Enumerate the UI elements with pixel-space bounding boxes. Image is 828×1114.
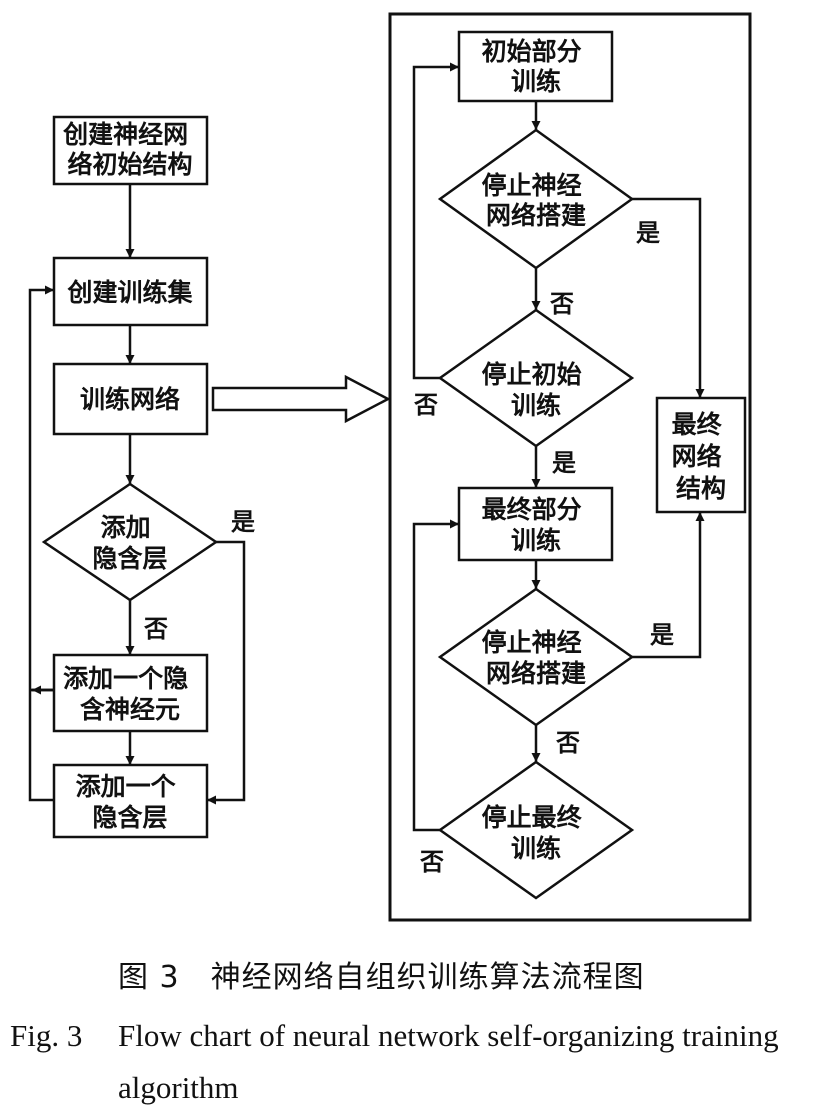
stop-initial-q-text: 停止初始 训练 [482,360,591,420]
add-hidden-layer-decision [41,482,219,602]
right-section-frame [388,12,752,922]
stop-final-q-text: 停止最终 训练 [482,803,591,863]
stop-build-q2-text: 停止神经 网络搭建 [482,628,591,688]
add-hidden-layer-q-text: 添加 隐含层 [92,513,167,573]
yes-label: 是 [636,219,660,247]
add-layer-text: 添加一个 隐含层 [76,772,185,832]
stop-build-decision-2 [437,587,635,727]
figure-number: Fig. 3 [10,1018,83,1053]
caption-en-line2: algorithm [118,1070,239,1105]
train-network-text: 训练网络 [80,385,180,414]
no-label: 否 [413,391,438,419]
expand-arrow [211,374,391,424]
stop-build-q1-text: 停止神经 网络搭建 [482,171,591,230]
stop-final-training-decision [437,760,635,900]
figure-caption-english: Fig. 3 Flow chart of neural network self-… [10,1010,815,1114]
no-label: 否 [555,729,580,757]
final-structure-text: 最终 网络 结构 [672,410,731,503]
yes-label: 是 [231,508,255,536]
final-partial-training-text: 最终部分 训练 [482,495,591,555]
create-initial-text: 创建神经网 络初始结构 [62,120,197,179]
yes-label: 是 [650,621,674,649]
no-label: 否 [419,848,444,876]
no-label: 否 [549,290,574,318]
caption-en-line1: Flow chart of neural network self-organi… [118,1018,779,1053]
no-label: 否 [143,615,168,643]
initial-partial-training-text: 初始部分 训练 [482,37,591,96]
flowchart-diagram: 创建神经网 络初始结构 创建训练集 训练网络 添加 隐含层 添加一个隐 含神经元… [28,12,752,922]
add-neuron-text: 添加一个隐 含神经元 [63,664,197,724]
yes-label: 是 [552,449,576,477]
figure-caption-chinese: 图 3 神经网络自组织训练算法流程图 [118,960,645,995]
create-trainset-text: 创建训练集 [66,278,193,307]
